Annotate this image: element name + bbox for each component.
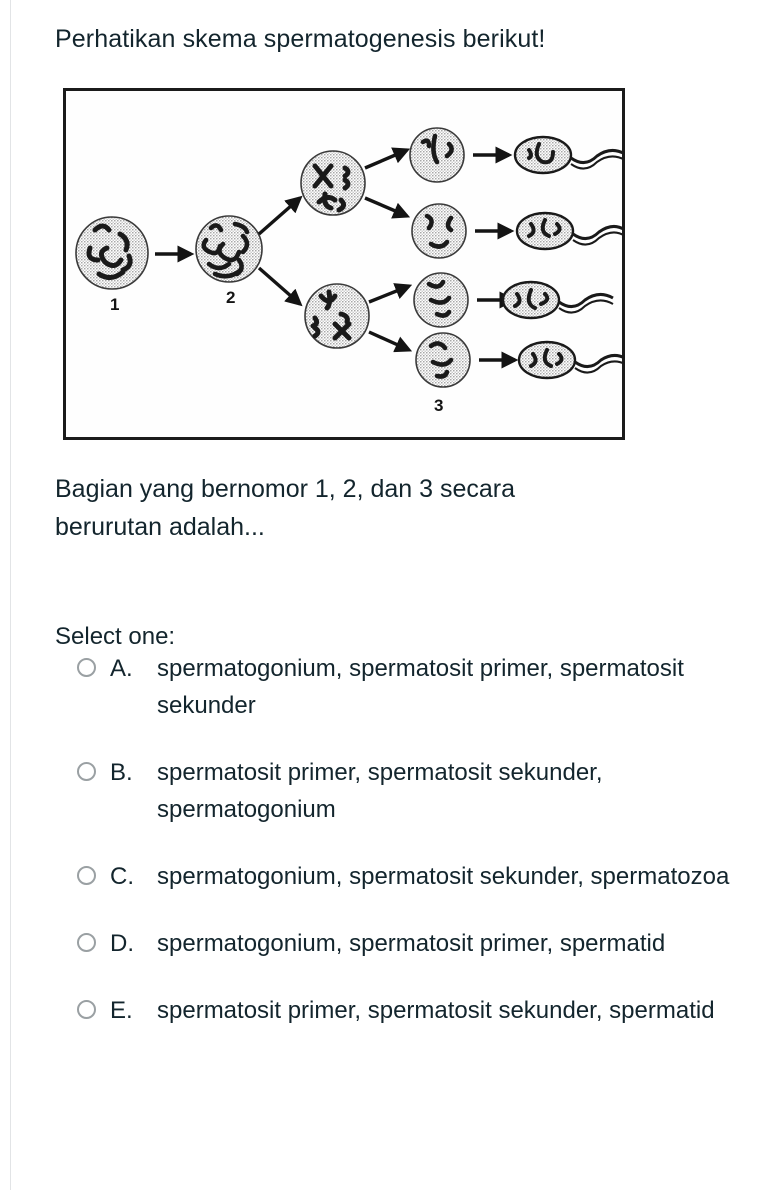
option-b[interactable]: B. spermatosit primer, spermatosit sekun… [55, 754, 772, 828]
arrow-sec-lower-b [368, 330, 413, 353]
arrow-2-upper [257, 195, 303, 236]
cell-spermatogonium [75, 216, 149, 290]
arrow-2-lower [257, 266, 303, 307]
radio-button-b[interactable] [77, 762, 96, 781]
arrow-sec-lower-a [368, 283, 413, 304]
cell-spermatid-3 [413, 272, 469, 328]
radio-button-d[interactable] [77, 933, 96, 952]
option-text-d: spermatogonium, spermatosit primer, sper… [157, 930, 666, 957]
radio-button-c[interactable] [77, 866, 96, 885]
option-d[interactable]: D. spermatogonium, spermatosit primer, s… [55, 925, 772, 962]
arrow-sec-upper-a [364, 147, 411, 170]
question-text: Bagian yang bernomor 1, 2, dan 3 secara … [55, 475, 516, 541]
answer-options: A. spermatogonium, spermatosit primer, s… [55, 650, 772, 1059]
radio-button-e[interactable] [77, 1000, 96, 1019]
figure-label-3: 3 [434, 396, 444, 415]
option-text-a: spermatogonium, spermatosit primer, sper… [157, 655, 684, 719]
option-letter-d: D. [110, 930, 134, 957]
cell-spermatozoon-1 [513, 135, 625, 175]
figure-label-2: 2 [226, 288, 236, 307]
cell-spermatid-1 [409, 127, 465, 183]
figure-label-1: 1 [110, 295, 120, 314]
left-divider [10, 0, 11, 1190]
option-text-e: spermatosit primer, spermatosit sekunder… [157, 997, 715, 1024]
option-e[interactable]: E. spermatosit primer, spermatosit sekun… [55, 992, 772, 1029]
option-letter-b: B. [110, 759, 133, 786]
option-letter-a: A. [110, 655, 133, 682]
option-letter-c: C. [110, 863, 134, 890]
cell-spermatozoon-4 [517, 340, 625, 380]
figure-drawing [75, 127, 625, 388]
cell-secondary-spermatocyte-upper [300, 150, 366, 216]
cell-spermatozoon-2 [515, 211, 625, 251]
option-text-c: spermatogonium, spermatosit sekunder, sp… [157, 863, 730, 890]
select-one-label: Select one: [55, 623, 176, 650]
option-letter-e: E. [110, 997, 133, 1024]
arrow-sec-upper-b [364, 196, 411, 219]
cell-primary-spermatocyte [195, 215, 263, 283]
cell-spermatid-2 [411, 203, 467, 259]
spermatogenesis-figure: 1 2 3 [63, 88, 625, 440]
option-c[interactable]: C. spermatogonium, spermatosit sekunder,… [55, 858, 772, 895]
option-text-b: spermatosit primer, spermatosit sekunder… [157, 759, 603, 823]
cell-spermatid-4 [415, 332, 471, 388]
cell-secondary-spermatocyte-lower [304, 283, 370, 349]
option-a[interactable]: A. spermatogonium, spermatosit primer, s… [55, 650, 772, 724]
radio-button-a[interactable] [77, 658, 96, 677]
cell-spermatozoon-3 [501, 280, 614, 320]
prompt-text: Perhatikan skema spermatogenesis berikut… [55, 25, 546, 53]
